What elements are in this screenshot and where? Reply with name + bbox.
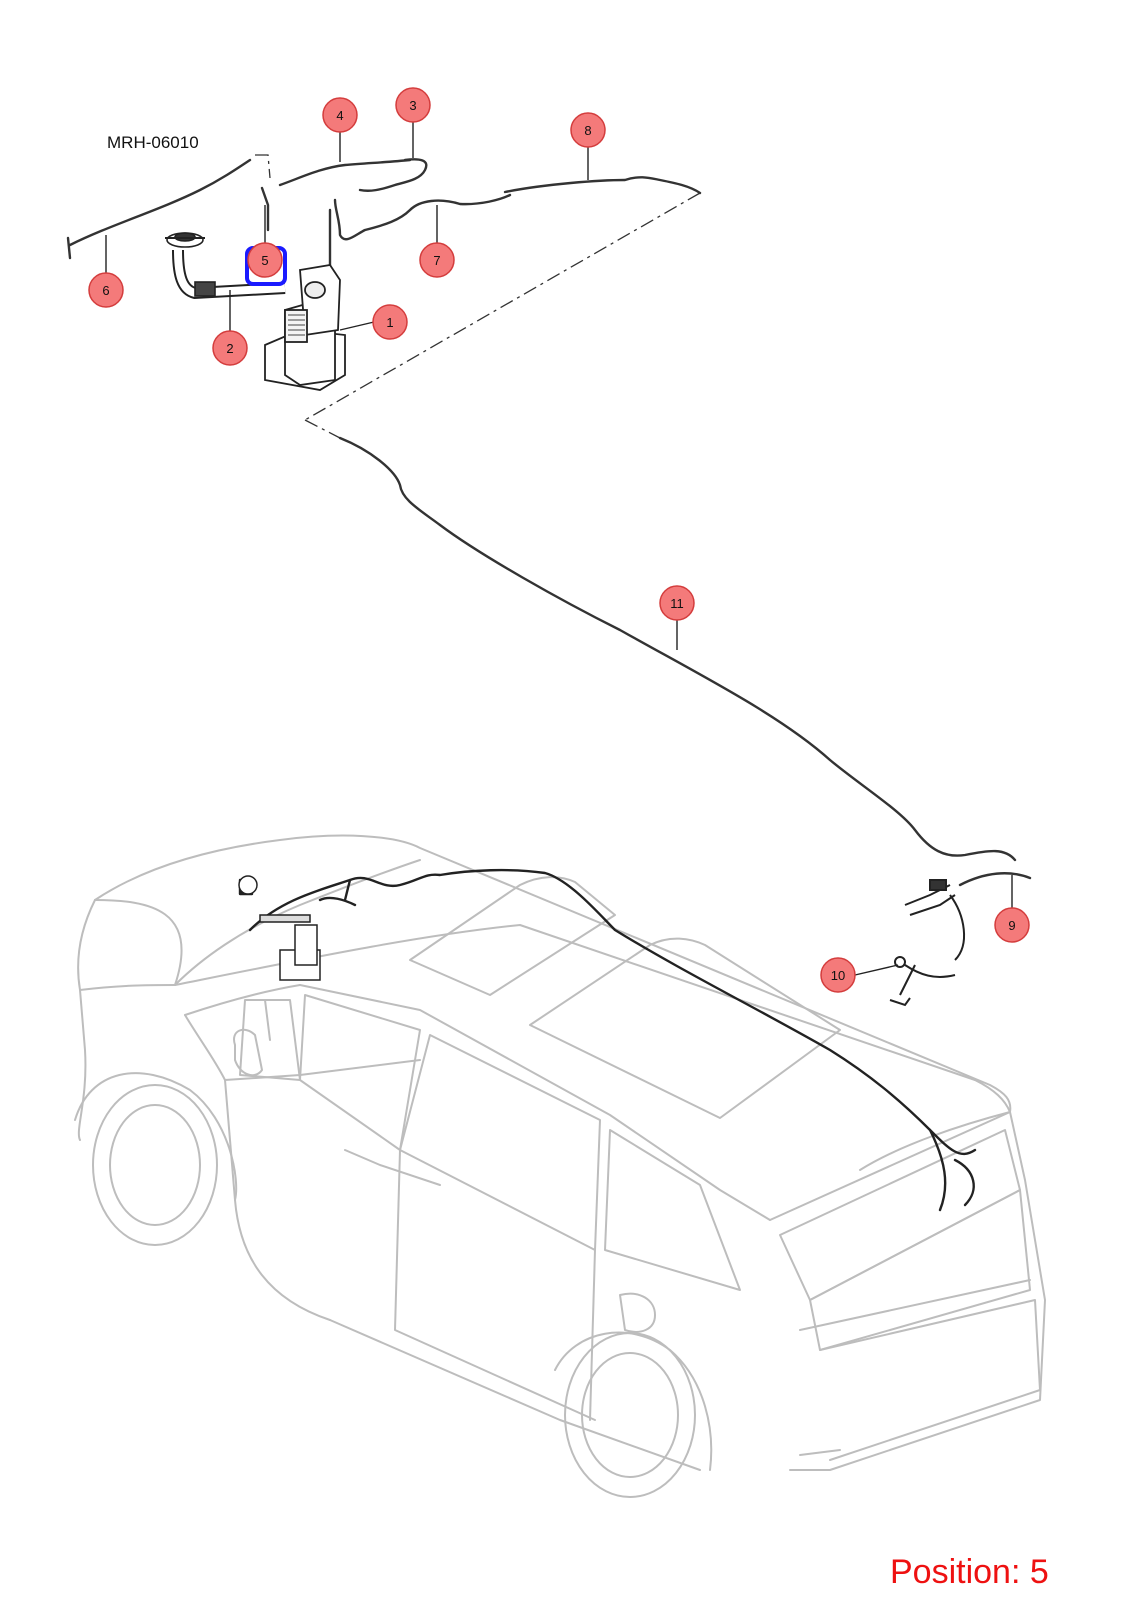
callout-number: 1 xyxy=(386,315,393,330)
callout-number: 9 xyxy=(1008,918,1015,933)
callout-number: 10 xyxy=(831,968,845,983)
callout-9[interactable]: 9 xyxy=(994,907,1030,943)
harness-on-van xyxy=(238,868,977,1212)
callout-number: 6 xyxy=(102,283,109,298)
callout-circle xyxy=(395,87,431,123)
reservoir-on-van xyxy=(238,875,321,981)
callout-circle xyxy=(570,112,606,148)
callout-layer: 1 2 3 4 5 6 7 8 9 10 11 xyxy=(88,87,1030,993)
callout-number: 8 xyxy=(584,123,591,138)
callout-2[interactable]: 2 xyxy=(212,330,248,366)
callout-5[interactable]: 5 xyxy=(247,242,283,278)
callout-circle xyxy=(659,585,695,621)
callout-10[interactable]: 10 xyxy=(820,957,856,993)
callout-1[interactable]: 1 xyxy=(372,304,408,340)
rear-nozzle-assembly xyxy=(889,879,966,1007)
callout-11[interactable]: 11 xyxy=(659,585,695,621)
callout-number: 2 xyxy=(226,341,233,356)
callout-circle xyxy=(820,957,856,993)
callout-7[interactable]: 7 xyxy=(419,242,455,278)
callout-circle xyxy=(212,330,248,366)
callout-8[interactable]: 8 xyxy=(570,112,606,148)
callout-number: 4 xyxy=(336,108,343,123)
diagram-code: MRH-06010 xyxy=(107,133,199,152)
callout-number: 5 xyxy=(261,253,268,268)
washer-reservoir xyxy=(264,264,346,391)
callout-6[interactable]: 6 xyxy=(88,272,124,308)
filler-neck xyxy=(165,232,286,300)
callout-number: 7 xyxy=(433,253,440,268)
callout-3[interactable]: 3 xyxy=(395,87,431,123)
callout-number: 3 xyxy=(409,98,416,113)
callout-circle xyxy=(419,242,455,278)
callout-circle xyxy=(372,304,408,340)
hose-lines-upper xyxy=(66,158,1032,887)
position-label: Position: 5 xyxy=(890,1553,1049,1591)
callout-circle xyxy=(247,242,283,278)
callout-circle xyxy=(88,272,124,308)
callout-number: 11 xyxy=(670,596,684,611)
callout-circle xyxy=(994,907,1030,943)
callout-4[interactable]: 4 xyxy=(322,97,358,133)
van-outline xyxy=(74,834,1046,1498)
guide-lines xyxy=(255,154,701,439)
callout-circle xyxy=(322,97,358,133)
